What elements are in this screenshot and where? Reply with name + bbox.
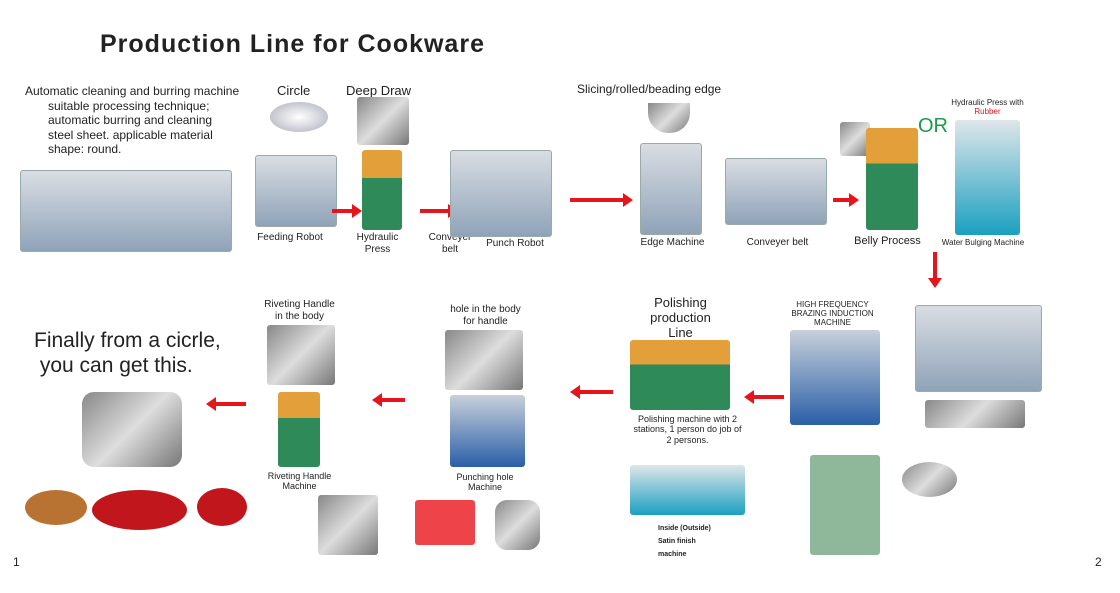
arrow bbox=[744, 390, 784, 404]
bowl-image bbox=[648, 103, 690, 133]
satin-machine-large-image bbox=[915, 305, 1042, 392]
arrow bbox=[372, 393, 405, 407]
polishing-machine-label: Polishing machine with 2 stations, 1 per… bbox=[633, 414, 742, 445]
belly-process-image bbox=[866, 128, 918, 230]
polishing-machine-image bbox=[630, 340, 730, 410]
copper-pan-image bbox=[25, 490, 87, 525]
arrow bbox=[928, 252, 942, 288]
arrow bbox=[570, 385, 613, 399]
satin-line-3: machine bbox=[658, 551, 687, 558]
hole-body-label: hole in the body for handle bbox=[450, 304, 521, 327]
belly-process-label: Belly Process bbox=[854, 235, 921, 247]
page-title: Production Line for Cookware bbox=[100, 30, 485, 58]
water-bulging-label: Water Bulging Machine bbox=[941, 238, 1025, 247]
circle-image bbox=[270, 102, 328, 132]
red-wok-image bbox=[92, 490, 187, 530]
hf-brazing-label: HIGH FREQUENCY BRAZING INDUCTION MACHINE bbox=[791, 300, 874, 328]
arrow bbox=[570, 193, 633, 207]
feeding-robot-label: Feeding Robot bbox=[257, 232, 323, 243]
casserole-image bbox=[82, 392, 182, 467]
satin-label: Inside (Outside) Satin finish machine bbox=[658, 522, 711, 561]
rubber-text: Rubber bbox=[974, 107, 1001, 117]
bottom-samples-image bbox=[925, 400, 1025, 428]
riveting-body-label: Riveting Handle in the body bbox=[264, 299, 335, 322]
stockpot-image bbox=[318, 495, 378, 555]
hydraulic-press-rubber-label: Hydraulic Press with Rubber bbox=[950, 98, 1025, 116]
conveyer-belt-1-label: Conveyer belt bbox=[428, 232, 472, 255]
hydraulic-press-large-image bbox=[810, 455, 880, 555]
hydraulic-press-image bbox=[362, 150, 402, 230]
punching-hole-label: Punching hole Machine bbox=[456, 472, 514, 493]
arrow bbox=[833, 193, 859, 207]
satin-machine-image bbox=[630, 465, 745, 515]
punch-robot-label: Punch Robot bbox=[486, 238, 544, 249]
brazing-machine-image bbox=[790, 330, 880, 425]
edge-machine-label: Edge Machine bbox=[640, 237, 705, 248]
riveting-body-image bbox=[267, 325, 335, 385]
grill-image bbox=[415, 500, 475, 545]
pot-image bbox=[840, 122, 870, 156]
rice-cooker-image bbox=[495, 500, 540, 550]
red-pan-image bbox=[197, 488, 247, 526]
hydraulic-press-rubber-text: Hydraulic Press with bbox=[951, 98, 1024, 107]
deep-draw-label: Deep Draw bbox=[346, 83, 412, 98]
conveyer-belt-image bbox=[725, 158, 827, 225]
cleaning-machine-image bbox=[20, 170, 232, 252]
satin-line-1: Inside (Outside) bbox=[658, 525, 711, 532]
feeding-robot-image bbox=[255, 155, 337, 227]
riveting-machine-image bbox=[278, 392, 320, 467]
arrow bbox=[420, 204, 458, 218]
water-bulging-image bbox=[955, 120, 1020, 235]
punch-robot-image bbox=[450, 150, 552, 237]
pan-bottom-image bbox=[902, 462, 957, 497]
step1-desc: suitable processing technique; automatic… bbox=[48, 99, 213, 157]
polishing-line-label: Polishing production Line bbox=[650, 295, 711, 340]
page-number-right: 2 bbox=[1095, 555, 1102, 569]
or-label: OR bbox=[918, 115, 948, 137]
satin-line-2: Satin finish bbox=[658, 538, 696, 545]
slicing-label: Slicing/rolled/beading edge bbox=[577, 82, 722, 96]
edge-machine-image bbox=[640, 143, 702, 235]
conveyer-belt-2-label: Conveyer belt bbox=[746, 237, 809, 248]
step1-title: Automatic cleaning and burring machine bbox=[25, 84, 240, 98]
riveting-machine-label: Riveting Handle Machine bbox=[267, 471, 332, 492]
hole-body-image bbox=[445, 330, 523, 390]
final-text: Finally from a cicrle, you can get this. bbox=[34, 329, 221, 378]
hydraulic-press-label: Hydraulic Press bbox=[356, 232, 399, 255]
deep-draw-image bbox=[357, 97, 409, 145]
circle-label: Circle bbox=[277, 83, 311, 98]
arrow bbox=[332, 204, 362, 218]
arrow bbox=[206, 397, 246, 411]
page-number-left: 1 bbox=[13, 555, 20, 569]
punching-machine-image bbox=[450, 395, 525, 467]
